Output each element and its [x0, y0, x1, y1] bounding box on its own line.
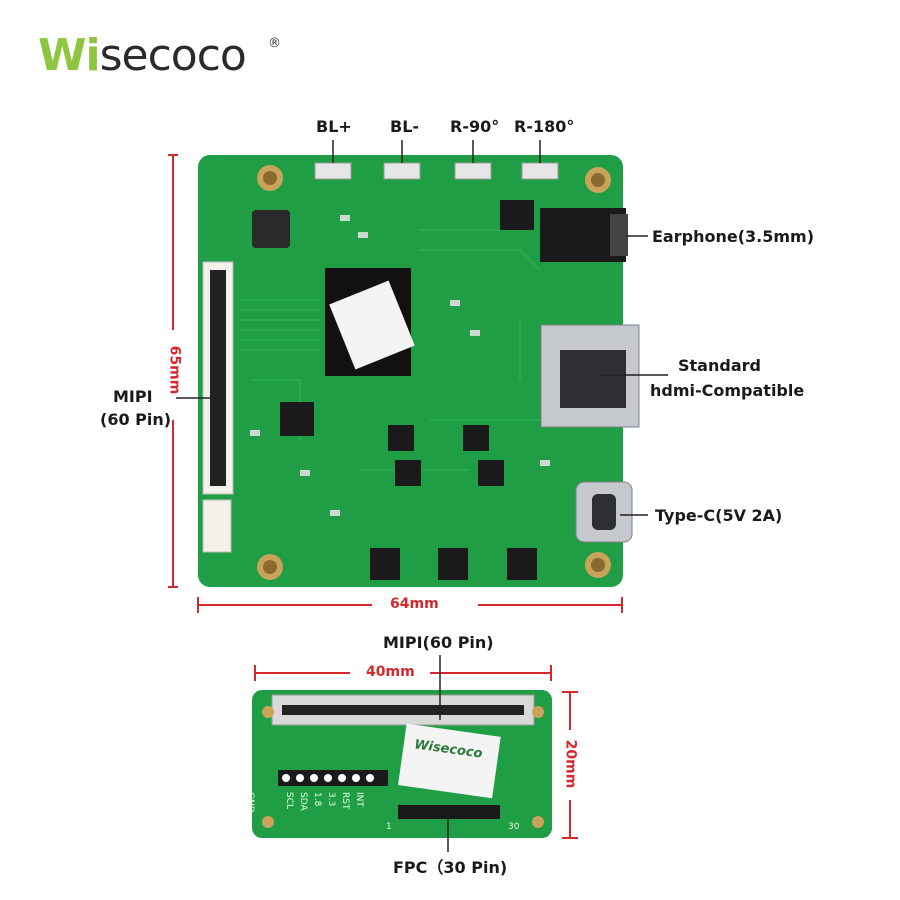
ics	[280, 200, 537, 580]
fpc-connector	[398, 805, 500, 819]
pin-sda: SDA	[298, 792, 308, 811]
label-bl-minus: BL-	[390, 117, 420, 136]
label-typec: Type-C(5V 2A)	[655, 506, 783, 525]
dim-height-adapter: 20mm	[562, 739, 579, 789]
label-rotate-90: R-90°	[450, 117, 500, 136]
adapter-sticker	[398, 723, 501, 799]
brand-logo: Wisecoco	[38, 30, 247, 82]
pin-thirty-mark: 30	[508, 822, 520, 832]
adapter-hole	[262, 706, 274, 718]
dim-width-main: 64mm	[390, 596, 439, 612]
registered-mark: ®	[268, 36, 281, 51]
chip-sticker	[329, 280, 415, 370]
dim-width-adapter: 40mm	[366, 664, 415, 680]
label-mipi-line2: (60 Pin)	[100, 410, 172, 429]
label-bl-plus: BL+	[316, 117, 352, 136]
label-hdmi-line1: Standard	[678, 356, 761, 375]
callout-lines	[176, 140, 668, 852]
logo-first: Wi	[38, 30, 101, 81]
label-earphone: Earphone(3.5mm)	[652, 227, 815, 246]
inductor	[252, 210, 290, 248]
small-connector	[202, 499, 232, 553]
pin-rst: RST	[340, 792, 350, 810]
pin-header	[278, 770, 388, 786]
label-adapter-mipi: MIPI(60 Pin)	[383, 633, 494, 652]
pin-3v3: 3.3	[326, 792, 336, 807]
logo-rest: secoco	[99, 30, 247, 81]
label-hdmi-line2: hdmi-Compatible	[650, 381, 805, 400]
pin-one-mark: 1	[386, 822, 392, 832]
label-fpc: FPC（30 Pin)	[393, 858, 508, 877]
pin-gnd: GND	[245, 792, 255, 813]
pin-scl: SCL	[284, 792, 294, 810]
pin-1v8: 1.8	[312, 792, 322, 807]
dim-height-main: 65mm	[166, 345, 183, 395]
dimension-lines	[168, 154, 623, 839]
label-rotate-180: R-180°	[514, 117, 575, 136]
pin-int: INT	[354, 792, 364, 807]
mounting-holes	[257, 165, 611, 580]
label-mipi-line1: MIPI	[113, 387, 153, 406]
